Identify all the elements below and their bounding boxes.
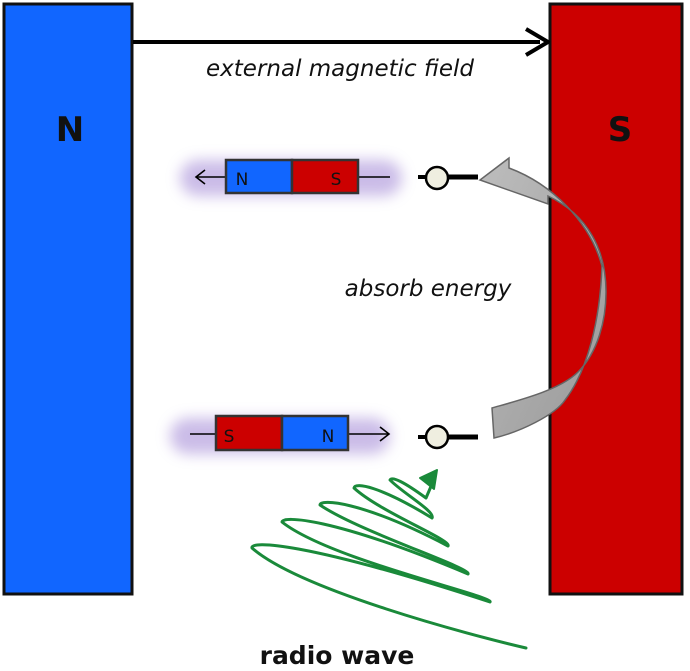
bottom-magnet-s-label: S	[224, 427, 235, 447]
bottom-magnet: S N	[170, 414, 391, 454]
field-arrow	[133, 27, 550, 57]
top-magnet-n-label: N	[236, 170, 249, 190]
north-pole-label: N	[56, 110, 84, 150]
north-pole	[2, 2, 134, 596]
south-pole	[548, 2, 684, 596]
top-magnet: N S	[180, 158, 402, 196]
absorb-energy-label: absorb energy	[345, 276, 512, 302]
absorb-energy-arrow	[478, 156, 607, 439]
top-magnet-s-label: S	[331, 170, 342, 190]
south-pole-label: S	[608, 110, 633, 150]
bottom-magnet-n-label: N	[322, 427, 335, 447]
field-label: external magnetic field	[206, 56, 474, 82]
bottom-spin-node	[418, 424, 478, 450]
radio-wave	[250, 469, 528, 650]
top-spin-node	[418, 165, 478, 191]
radio-wave-label: radio wave	[260, 641, 415, 670]
